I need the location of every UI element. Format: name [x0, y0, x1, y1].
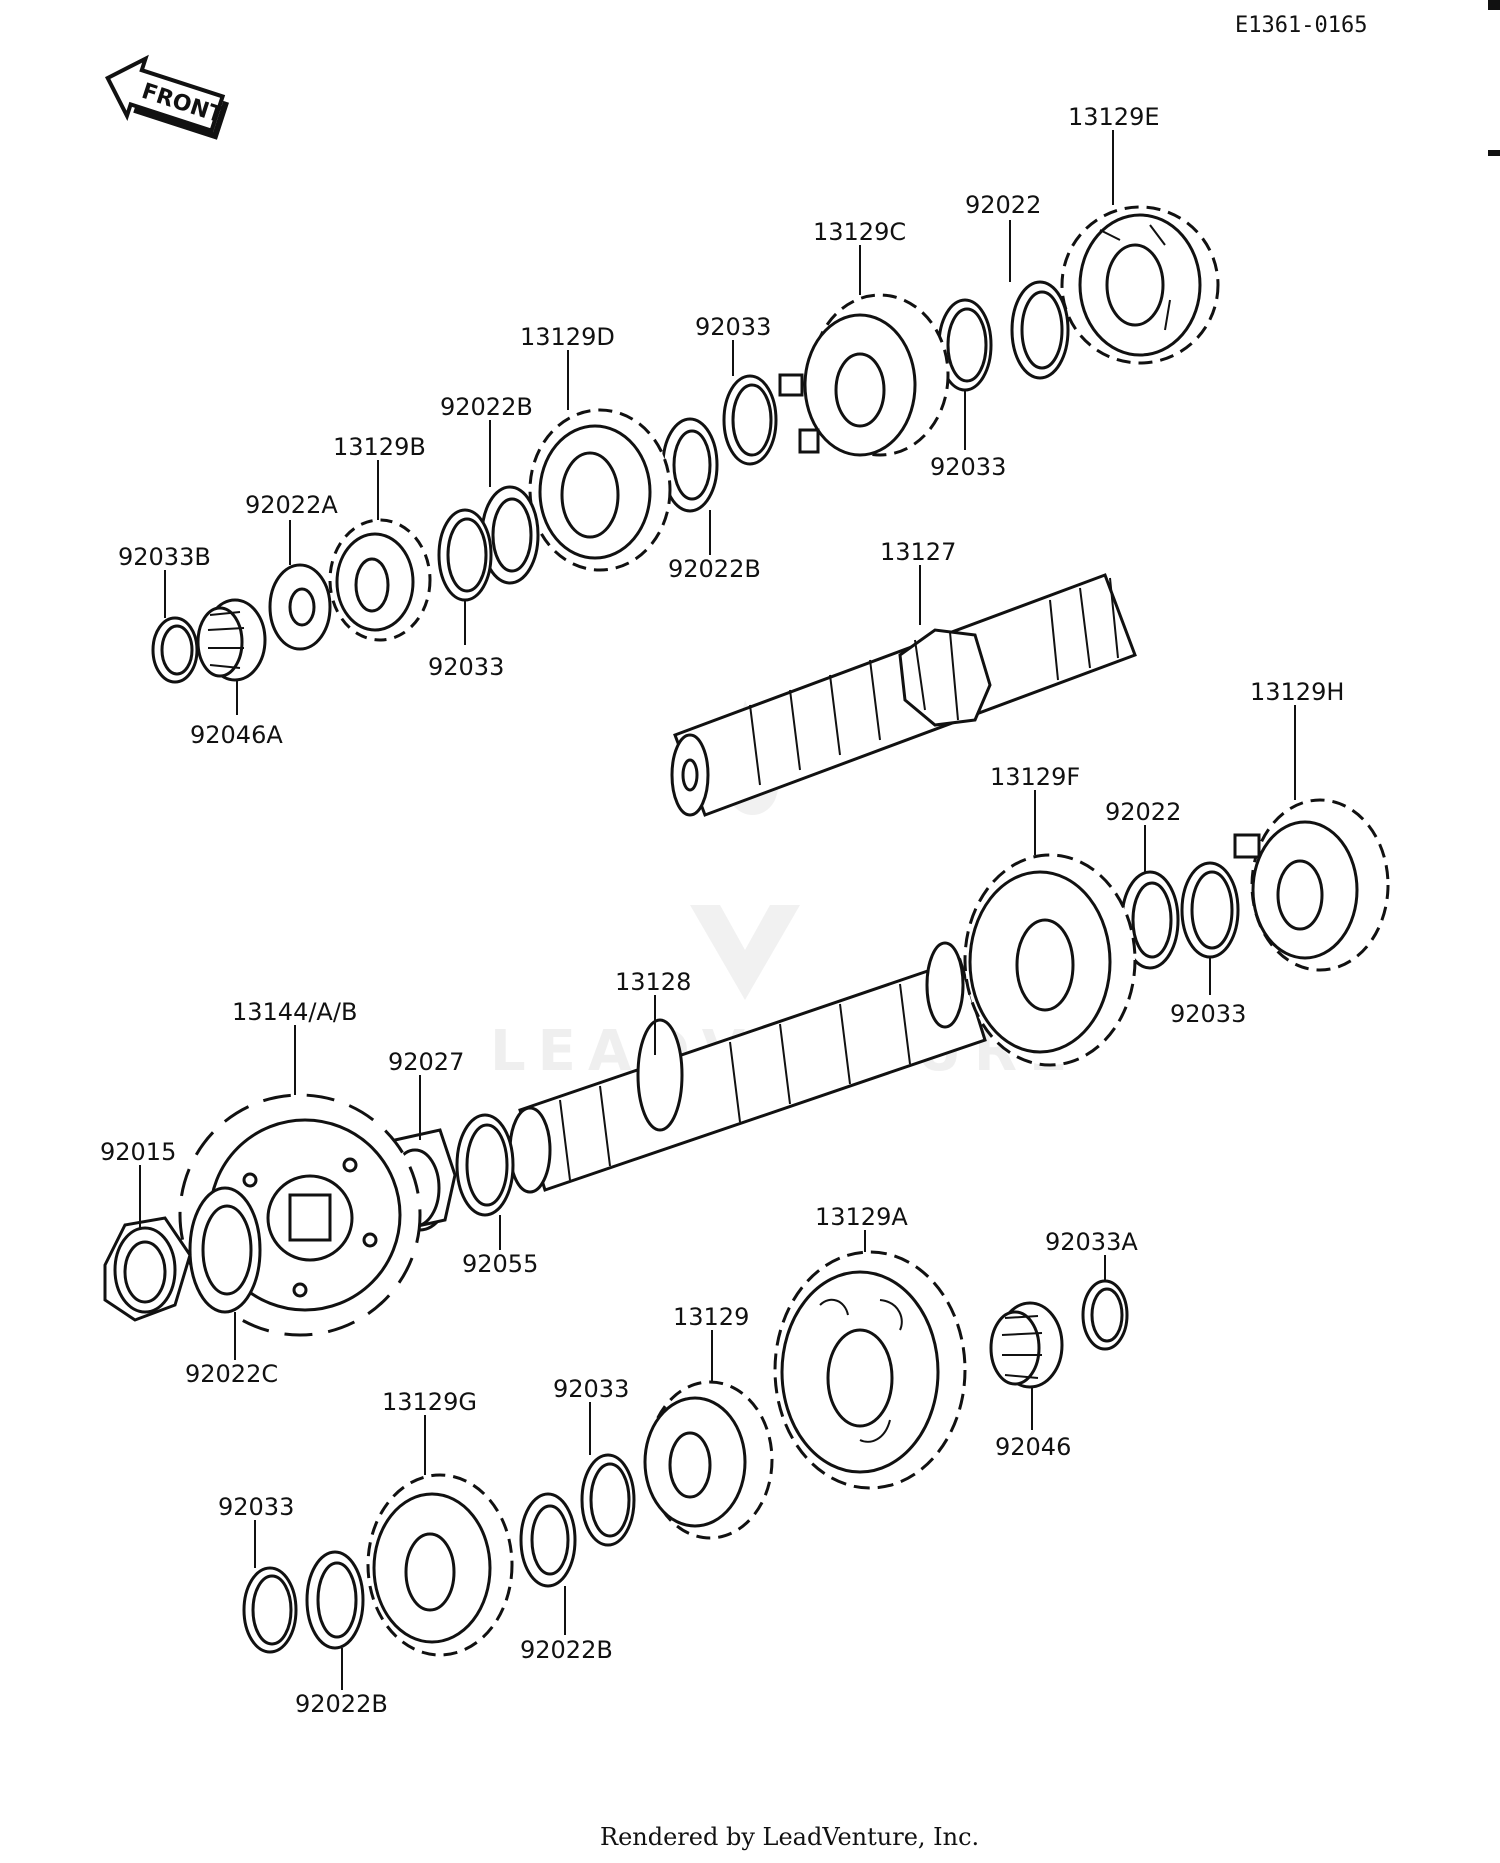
front-arrow-icon: FRONT [105, 54, 229, 140]
circlip-92033-mid [437, 508, 493, 602]
label-92033-top: 92033 [695, 313, 771, 341]
label-13129A: 13129A [815, 1203, 908, 1231]
circlip-92033-h [1180, 861, 1240, 959]
leader-lines [139, 130, 1296, 1690]
gear-13129B [328, 518, 432, 642]
circlip-92033A [1081, 1279, 1129, 1351]
gear-13129C [778, 293, 950, 457]
circlip-92033-low [580, 1453, 636, 1547]
circlip-92033-top [722, 374, 778, 466]
label-92022C: 92022C [185, 1360, 278, 1388]
label-13129H: 13129H [1250, 678, 1344, 706]
washer-92022B-mid [661, 417, 719, 513]
washer-92022B-upper [480, 485, 540, 585]
gear-13129F [963, 853, 1137, 1067]
label-13127: 13127 [880, 538, 956, 566]
part-labels: 13129E 92022 13129C 92033 13129D 92022B … [100, 103, 1344, 1718]
label-92022-top: 92022 [965, 191, 1041, 219]
label-92033-h: 92033 [1170, 1000, 1246, 1028]
drawing-code: E1361-0165 [1235, 13, 1367, 38]
washer-92022B-low [519, 1492, 577, 1588]
gear-13129A [773, 1250, 967, 1490]
label-13129F: 13129F [990, 763, 1080, 791]
label-92022B-d: 92022B [295, 1690, 388, 1718]
label-13129C: 13129C [813, 218, 906, 246]
label-92022B-a: 92022B [440, 393, 533, 421]
label-92033B: 92033B [118, 543, 211, 571]
label-13144AB: 13144/A/B [232, 998, 357, 1026]
label-13129D: 13129D [520, 323, 615, 351]
gear-13129H [1233, 798, 1390, 972]
label-92033-right: 92033 [930, 453, 1006, 481]
washer-92022A [268, 563, 332, 651]
bearing-92046 [989, 1301, 1064, 1389]
label-92033-low: 92033 [553, 1375, 629, 1403]
edge-mark-mid [1488, 150, 1500, 156]
label-13128: 13128 [615, 968, 691, 996]
footer-credit: Rendered by LeadVenture, Inc. [600, 1823, 979, 1851]
label-92033-bottom: 92033 [218, 1493, 294, 1521]
circlip-92055 [455, 1113, 515, 1217]
shaft-13127 [670, 573, 1137, 817]
circlip-92033-bottom [242, 1566, 298, 1654]
label-92015: 92015 [100, 1138, 176, 1166]
label-13129G: 13129G [382, 1388, 477, 1416]
label-92022B-c: 92022B [520, 1636, 613, 1664]
circlip-92033-right [937, 298, 993, 392]
label-13129: 13129 [673, 1303, 749, 1331]
label-92033A: 92033A [1045, 1228, 1138, 1256]
label-13129B: 13129B [333, 433, 426, 461]
gear-13129D [528, 408, 672, 572]
label-92033-mid: 92033 [428, 653, 504, 681]
gear-13129E [1060, 205, 1220, 365]
label-92022A: 92022A [245, 491, 338, 519]
nut-92015 [103, 1216, 192, 1322]
label-92046: 92046 [995, 1433, 1071, 1461]
circlip-92033B [151, 616, 199, 684]
gear-13129G [366, 1473, 514, 1657]
washer-92022-top [1010, 280, 1070, 380]
bearing-92046A [196, 598, 267, 682]
shaft-13128 [508, 941, 987, 1194]
washer-92022C [188, 1186, 262, 1314]
gear-13129 [643, 1380, 774, 1540]
label-92027: 92027 [388, 1048, 464, 1076]
label-92055: 92055 [462, 1250, 538, 1278]
edge-mark-top [1488, 0, 1500, 10]
washer-92022B-bottom [305, 1550, 365, 1650]
label-92022B-b: 92022B [668, 555, 761, 583]
label-13129E: 13129E [1068, 103, 1160, 131]
label-92022-mid: 92022 [1105, 798, 1181, 826]
label-92046A: 92046A [190, 721, 283, 749]
washer-92022-mid [1120, 870, 1180, 970]
